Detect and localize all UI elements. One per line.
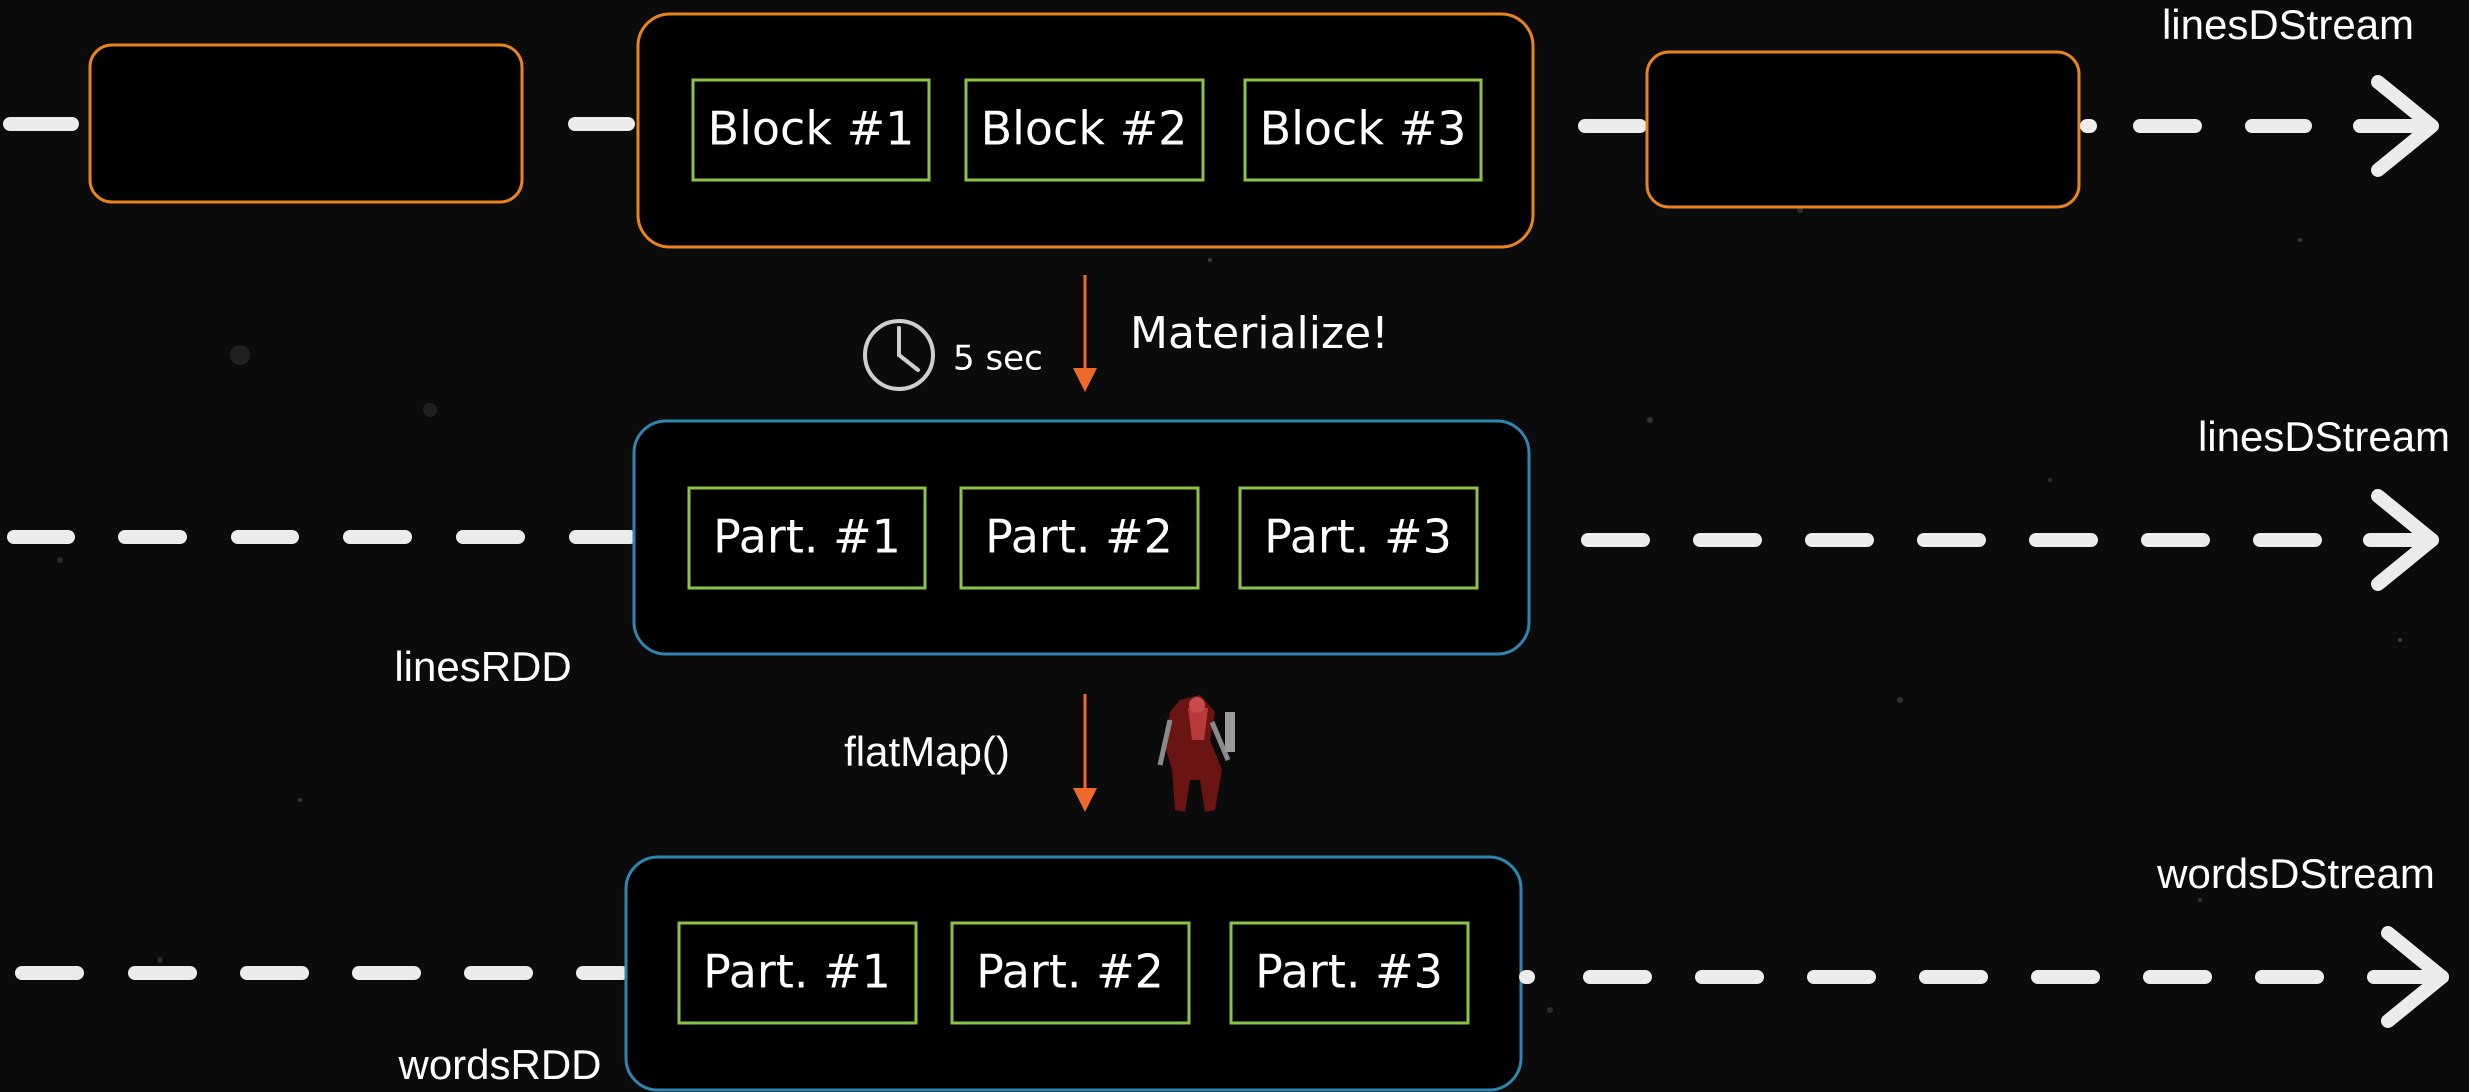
block-label: Block #2 (981, 102, 1188, 156)
partition-box (959, 486, 1200, 590)
transform-arrowhead-icon (1073, 788, 1097, 812)
block-label: Block #3 (1260, 102, 1467, 156)
block-label: Block #1 (708, 102, 915, 156)
materialize-step: 5 sec Materialize! (863, 275, 1389, 392)
stream-arrowhead-icon (2371, 489, 2439, 591)
partition-label: Part. #1 (713, 510, 901, 564)
block-box (691, 78, 931, 182)
stream-arrowhead-icon (2381, 926, 2449, 1028)
current-batch-box (636, 12, 1535, 249)
row-lines-rdd: Part. #1 Part. #2 Part. #3 linesDStream … (7, 413, 2450, 690)
partition-label: Part. #3 (1264, 510, 1452, 564)
stream-arrowhead-icon (2371, 75, 2439, 177)
partition-label: Part. #2 (985, 510, 1173, 564)
robot-figure-icon (1157, 695, 1235, 812)
partition-label: Part. #3 (1255, 945, 1443, 999)
partition-box (950, 921, 1191, 1025)
row-lines-dstream-blocks: Block #1 Block #2 Block #3 linesDStream (3, 1, 2439, 249)
rdd-label: linesRDD (394, 643, 571, 690)
partition-box (1229, 921, 1470, 1025)
partition-box (687, 486, 927, 590)
stream-label: linesDStream (2198, 413, 2450, 460)
interval-label: 5 sec (953, 339, 1043, 379)
clock-icon (863, 319, 935, 391)
rdd-label: wordsRDD (397, 1041, 601, 1088)
block-box (1243, 78, 1483, 182)
row-words-rdd: Part. #1 Part. #2 Part. #3 wordsDStream … (15, 850, 2449, 1092)
materialize-label: Materialize! (1130, 308, 1389, 359)
partition-box (1238, 486, 1479, 590)
stream-label: wordsDStream (2156, 850, 2435, 897)
block-box (964, 78, 1205, 182)
flatmap-label: flatMap() (844, 728, 1010, 775)
star-field (57, 58, 2402, 1013)
stream-label: linesDStream (2162, 1, 2414, 48)
partition-label: Part. #1 (703, 945, 891, 999)
transform-arrowhead-icon (1073, 368, 1097, 392)
previous-batch-box (88, 43, 524, 204)
next-batch-box (1645, 50, 2081, 209)
partition-label: Part. #2 (976, 945, 1164, 999)
partition-box (677, 921, 918, 1025)
lines-rdd-box (632, 419, 1531, 656)
flatmap-step: flatMap() (844, 694, 1235, 812)
